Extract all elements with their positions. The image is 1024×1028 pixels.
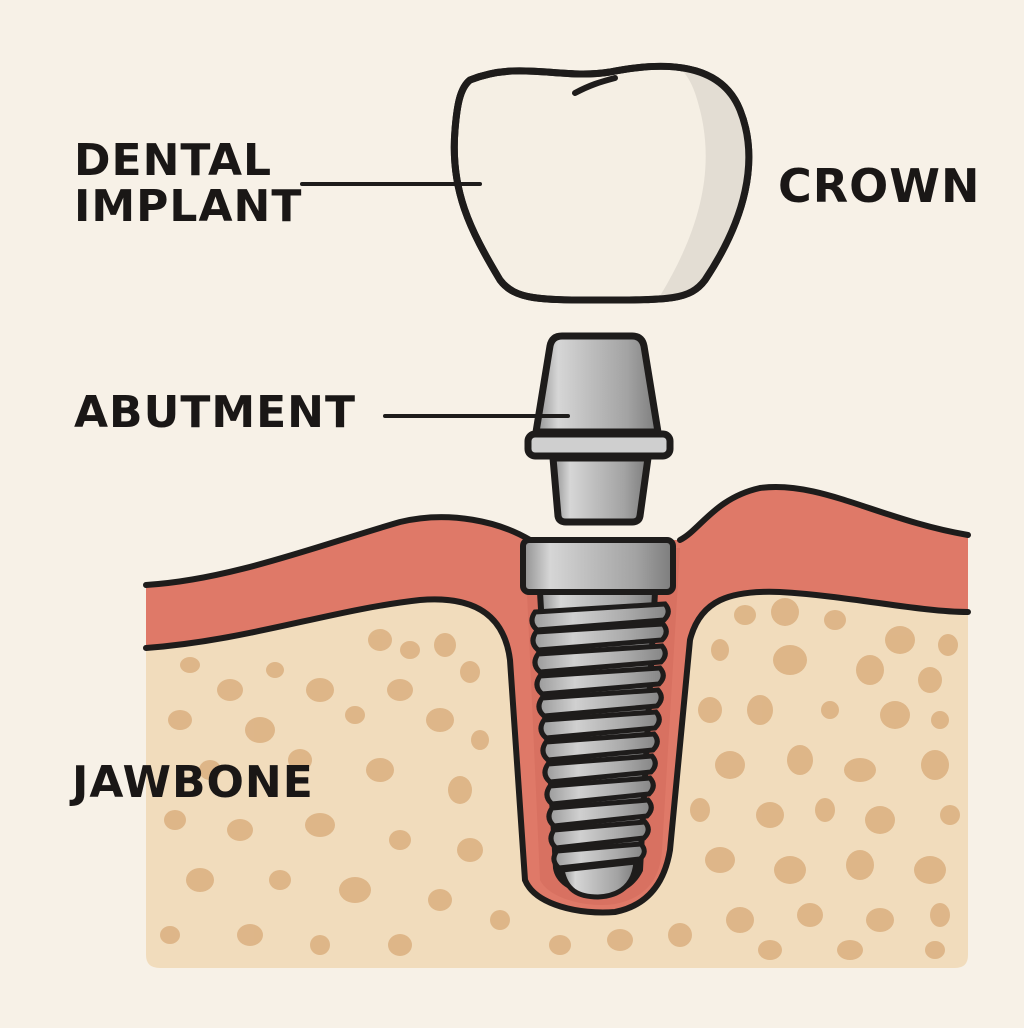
abutment — [524, 332, 674, 526]
implant-screw — [520, 537, 676, 900]
dental-implant-label: DENTAL IMPLANT — [74, 135, 303, 233]
jawbone-region — [146, 591, 968, 968]
crown — [450, 62, 753, 304]
screw-threads — [529, 601, 671, 871]
bone-pores — [160, 598, 960, 960]
jawbone-label: JAWBONE — [72, 757, 314, 808]
dental-implant-label-line2: IMPLANT — [74, 181, 303, 233]
abutment-label: ABUTMENT — [74, 387, 357, 438]
crown-label: CROWN — [778, 159, 981, 213]
dental-implant-label-line1: DENTAL — [74, 135, 273, 186]
